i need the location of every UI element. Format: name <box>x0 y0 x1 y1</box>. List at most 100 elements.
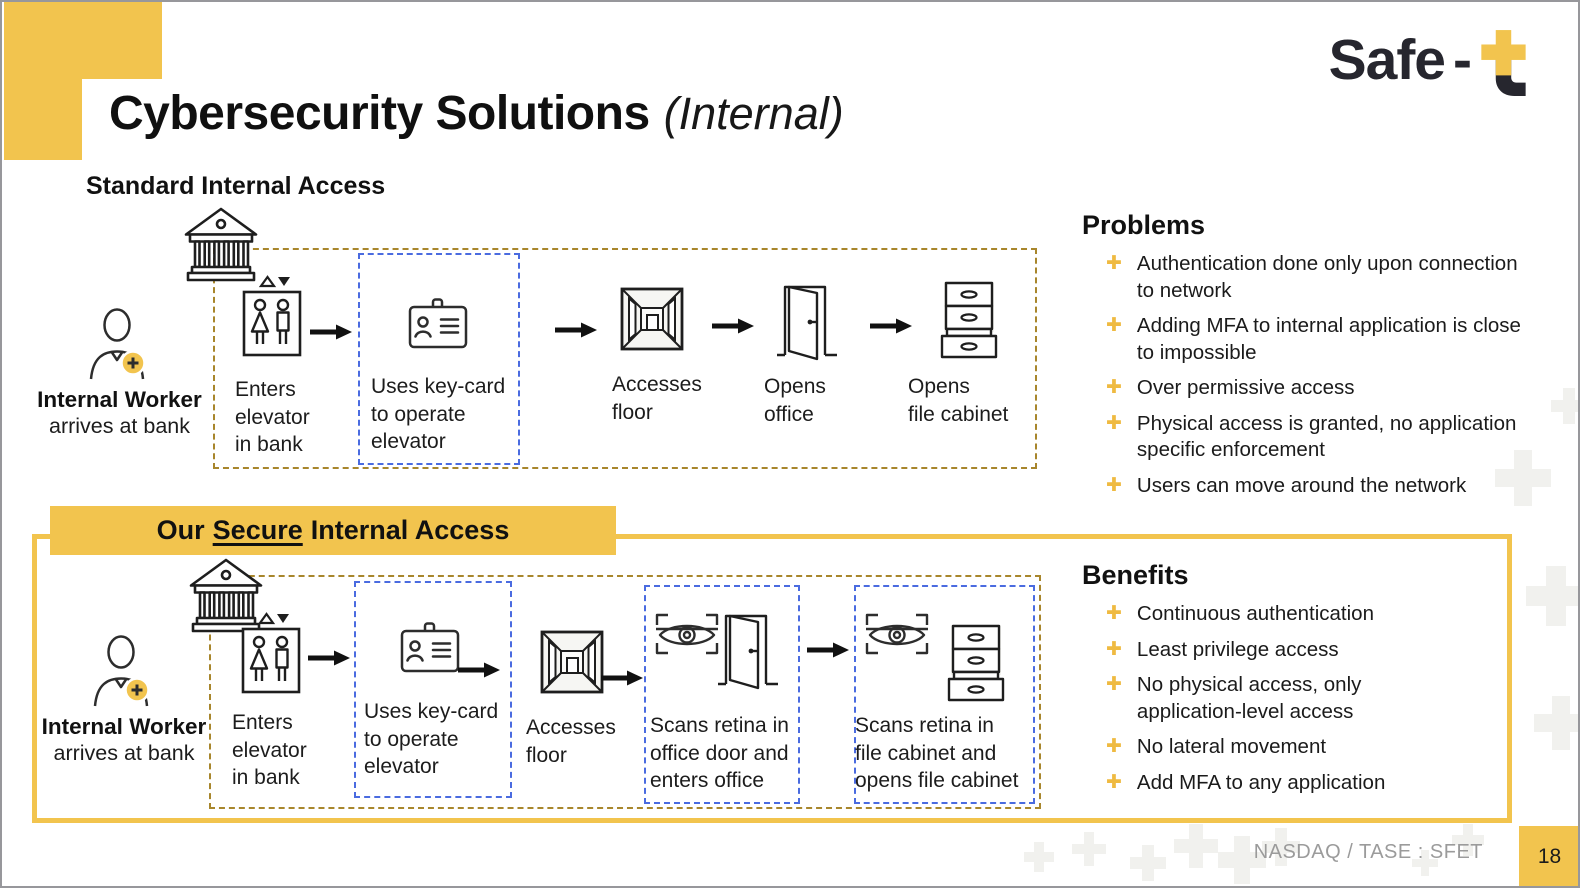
slide-title: Cybersecurity Solutions (Internal) <box>109 86 844 141</box>
flow-arrow <box>712 318 754 334</box>
keycard-icon <box>408 298 468 349</box>
flow-arrow-icon <box>458 662 500 678</box>
elevator-step-icon <box>241 275 303 357</box>
banner-text-pre: Our <box>156 515 205 545</box>
problem-item: ✚ Physical access is granted, no applicat… <box>1106 411 1534 464</box>
flow-arrow <box>870 318 912 334</box>
secure-flow-boundary-box <box>209 575 1041 809</box>
plus-bullet-icon: ✚ <box>1106 315 1122 336</box>
title-text: Cybersecurity Solutions <box>109 87 650 140</box>
office-door-step-icon <box>716 610 780 690</box>
standard-highlight-box-keycard <box>358 253 520 465</box>
retina-scan-step-icon <box>652 610 722 658</box>
worker-name: Internal Worker <box>37 387 202 412</box>
step-label-opens-cabinet: Opens file cabinet <box>908 375 1009 426</box>
bank-building-icon <box>181 205 261 283</box>
plus-bullet-icon: ✚ <box>1106 638 1122 660</box>
floor-step-icon <box>620 287 684 351</box>
worker-avatar <box>92 635 156 709</box>
retina-scan-icon <box>655 613 719 655</box>
problem-item: ✚ Adding MFA to internal application is c… <box>1106 313 1534 366</box>
elevator-icon <box>241 612 301 694</box>
floor-icon <box>540 630 604 694</box>
benefits-panel: Benefits ✚ Continuous authentication ✚ Lea… <box>1082 560 1482 805</box>
background-plus-shape <box>1551 388 1578 424</box>
worker-avatar <box>88 308 152 382</box>
flow-arrow <box>555 322 597 338</box>
banner-text-secure: Secure <box>212 515 303 545</box>
flow-arrow-icon <box>308 650 350 666</box>
problem-text: Physical access is granted, no applicati… <box>1136 411 1517 462</box>
step-label-accesses-floor: Accesses floor <box>526 716 616 767</box>
secure-highlight-box-office <box>644 585 800 804</box>
corner-accent-shape <box>4 2 82 160</box>
worker-icon <box>93 635 150 707</box>
plus-bullet-icon: ✚ <box>1106 412 1122 434</box>
banner-text-post: Internal Access <box>310 515 510 545</box>
background-plus-shape <box>1495 450 1551 506</box>
flow-arrow <box>458 662 500 678</box>
elevator-step-icon <box>240 612 302 694</box>
bank-icon <box>184 207 258 282</box>
worker-icon <box>89 308 146 380</box>
safe-t-logo: Safe - <box>1329 28 1530 96</box>
flow-arrow-icon <box>601 670 643 686</box>
background-plus-shape <box>1072 832 1106 866</box>
problems-panel: Problems ✚Authentication done only upon … <box>1082 210 1534 508</box>
background-plus-shape <box>1262 828 1300 866</box>
flow-arrow <box>807 642 849 658</box>
background-plus-shape <box>1218 836 1266 884</box>
flow-arrow-icon <box>712 318 754 334</box>
benefit-item: ✚No lateral movement <box>1106 734 1482 761</box>
flow-arrow-icon <box>807 642 849 658</box>
benefit-item: ✚No physical access, only application-le… <box>1106 672 1482 725</box>
flow-arrow <box>308 650 350 666</box>
secure-internal-worker: Internal Worker arrives at bank <box>34 635 214 767</box>
benefits-heading: Benefits <box>1082 560 1189 590</box>
secure-highlight-box-keycard <box>354 581 512 798</box>
door-icon <box>777 285 837 361</box>
plus-bullet-icon: ✚ <box>1106 674 1122 695</box>
background-plus-shape <box>1526 566 1578 626</box>
elevator-icon <box>242 275 302 357</box>
logo-plus-t-icon <box>1481 30 1526 96</box>
worker-name: Internal Worker <box>41 714 207 739</box>
keycard-icon <box>400 622 460 673</box>
problem-text: Over permissive access <box>1136 376 1355 399</box>
keycard-step-icon <box>400 622 460 674</box>
keycard-step-icon <box>408 298 468 350</box>
flow-arrow-icon <box>310 324 352 340</box>
benefits-list: ✚ Continuous authentication ✚ Least privil… <box>1082 601 1482 796</box>
secure-highlight-box-cabinet <box>854 585 1035 804</box>
problem-item: ✚Users can move around the network <box>1106 473 1534 500</box>
file-cabinet-step-icon <box>937 281 1001 359</box>
benefit-text: No lateral movement <box>1136 735 1327 758</box>
door-icon <box>718 614 778 690</box>
standard-flow-boundary-box <box>213 248 1037 469</box>
plus-bullet-icon: ✚ <box>1106 474 1122 496</box>
step-label-accesses-floor: Accesses floor <box>612 373 702 424</box>
benefit-item: ✚ Least privilege access <box>1106 637 1482 664</box>
background-plus-shape <box>1130 845 1166 881</box>
benefit-text: Least privilege access <box>1136 637 1339 661</box>
file-cabinet-icon <box>947 624 1005 702</box>
plus-bullet-icon: ✚ <box>1106 253 1122 274</box>
problems-heading: Problems <box>1082 210 1206 240</box>
retina-scan-icon <box>865 613 929 655</box>
step-label-uses-keycard: Uses key-card to operate elevator <box>364 700 499 778</box>
logo-hyphen: - <box>1453 28 1472 92</box>
problem-item: ✚Authentication done only upon connectio… <box>1106 251 1534 304</box>
problem-text: Adding MFA to internal application is cl… <box>1136 314 1521 364</box>
logo-text: Safe <box>1328 28 1446 92</box>
benefit-item: ✚Add MFA to any application <box>1106 770 1482 797</box>
stock-ticker-label: NASDAQ / TASE : SFET <box>1253 841 1483 863</box>
plus-bullet-icon: ✚ <box>1106 603 1122 624</box>
secure-access-banner: Our Secure Internal Access <box>50 506 616 555</box>
plus-bullet-icon: ✚ <box>1106 771 1122 793</box>
flow-arrow-icon <box>555 322 597 338</box>
benefit-text: Continuous authentication <box>1136 602 1374 625</box>
floor-step-icon <box>540 630 604 694</box>
step-label-opens-office: Opens office <box>764 375 826 426</box>
background-plus-shape <box>1452 824 1484 856</box>
step-label-scans-retina-cabinet: Scans retina in file cabinet and opens f… <box>855 714 1019 792</box>
